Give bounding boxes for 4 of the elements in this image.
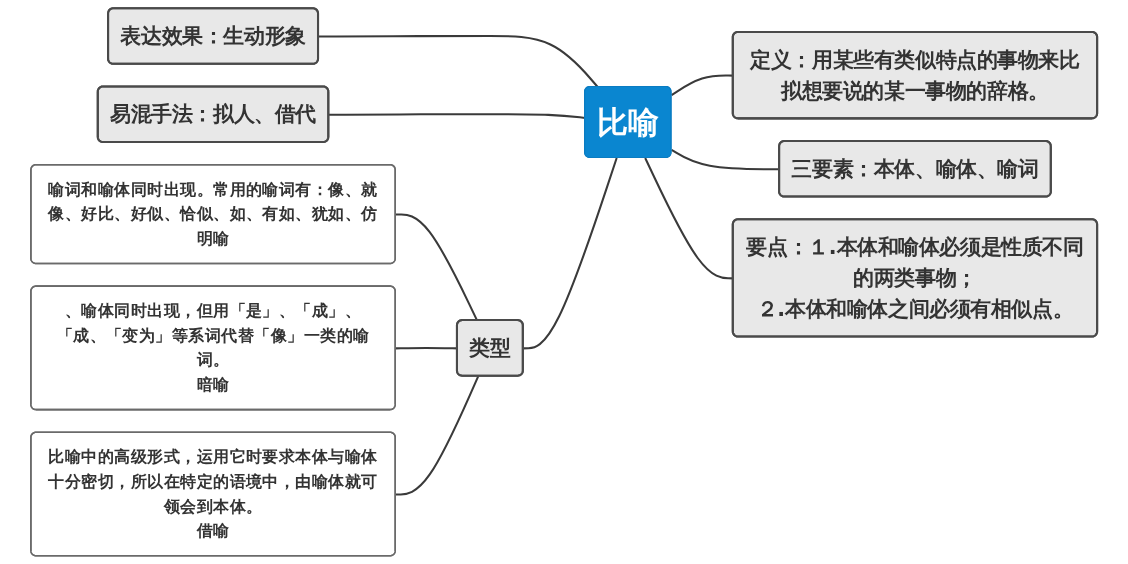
connector bbox=[671, 148, 780, 171]
connector bbox=[318, 35, 599, 88]
connector bbox=[395, 375, 480, 496]
connector bbox=[523, 157, 618, 350]
